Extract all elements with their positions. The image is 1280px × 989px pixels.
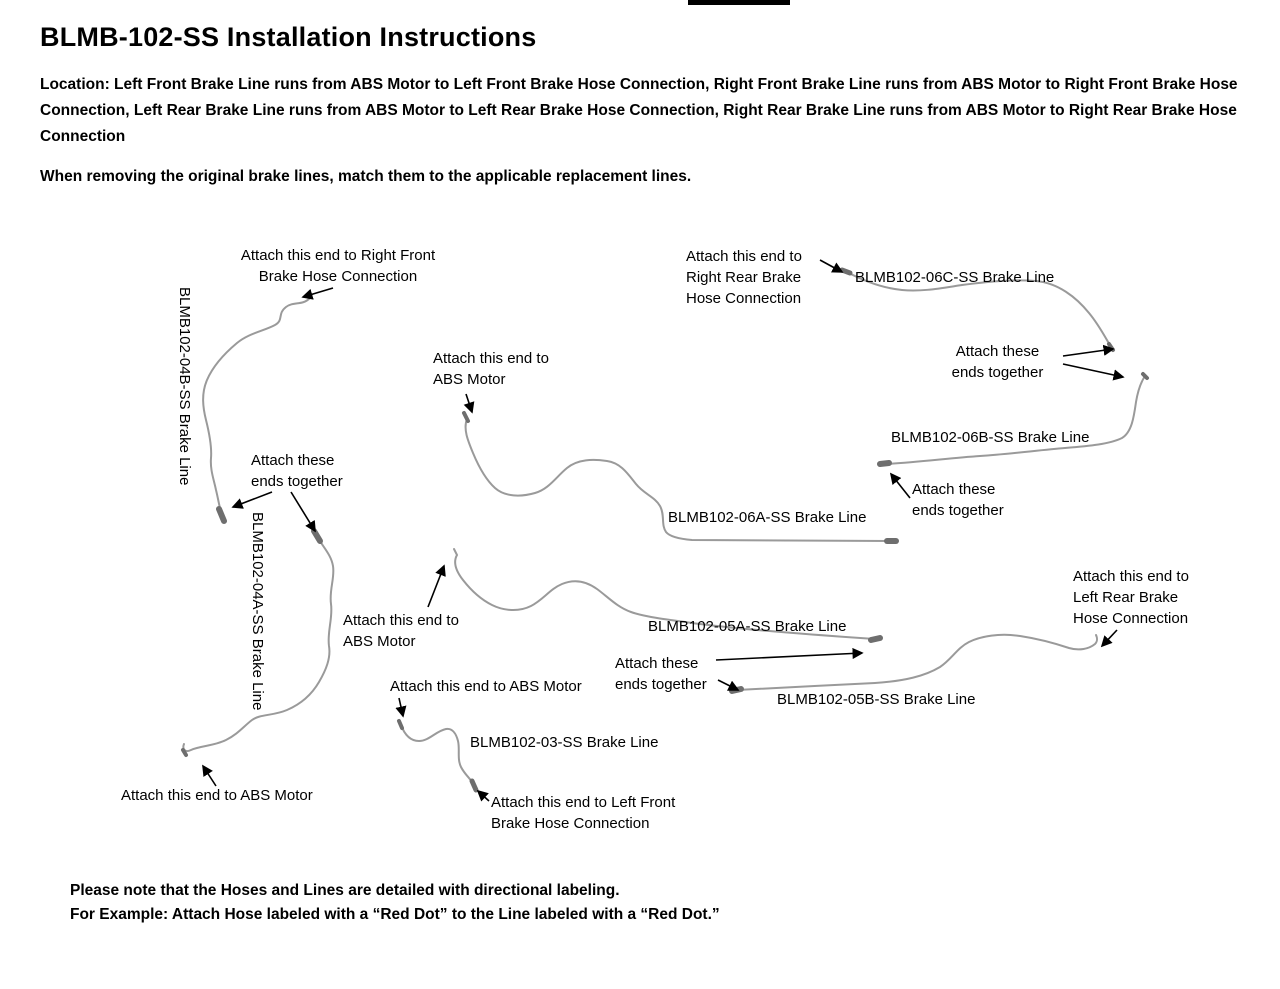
- arrow-abs-center: [463, 393, 475, 414]
- arrow-these-05-1: [715, 647, 864, 661]
- fitting: [469, 778, 479, 793]
- fitting: [1107, 342, 1115, 352]
- fitting: [397, 719, 404, 730]
- arrow-these-05-2: [717, 679, 740, 691]
- fitting: [729, 686, 744, 694]
- arrow-abs-bottom-left: [202, 764, 217, 787]
- annotation-left-rear: Attach this end to Left Rear Brake Hose …: [1073, 568, 1189, 627]
- arrow-abs-05a: [427, 564, 446, 608]
- annotation-these-right: Attach these ends together: [951, 343, 1044, 381]
- line-label-06a: BLMB102-06A-SS Brake Line: [668, 509, 867, 526]
- fitting: [181, 748, 188, 757]
- annotation-abs-center: Attach this end to ABS Motor: [433, 350, 549, 388]
- brake-line-05b: [736, 633, 1098, 691]
- line-label-05a: BLMB102-05A-SS Brake Line: [648, 618, 847, 635]
- footer-note: Please note that the Hoses and Lines are…: [70, 879, 1170, 927]
- intro-note: When removing the original brake lines, …: [40, 168, 692, 185]
- arrow-left-rear: [1100, 629, 1118, 648]
- page-title: BLMB-102-SS Installation Instructions: [40, 22, 537, 52]
- line-label-04a: BLMB102-04A-SS Brake Line: [249, 512, 266, 711]
- line-label-05b: BLMB102-05B-SS Brake Line: [777, 691, 976, 708]
- fitting: [311, 528, 323, 544]
- line-label-06c: BLMB102-06C-SS Brake Line: [855, 269, 1055, 286]
- annotation-abs-bottom-left: Attach this end to ABS Motor: [121, 787, 313, 804]
- annotation-abs-03: Attach this end to ABS Motor: [390, 678, 582, 695]
- brake-line-06b: [885, 375, 1146, 465]
- annotation-abs-05a: Attach this end to ABS Motor: [343, 612, 459, 650]
- cropped-top-artifact: [688, 0, 790, 5]
- annotation-left-front: Attach this end to Left Front Brake Hose…: [491, 794, 676, 832]
- fitting: [839, 267, 853, 276]
- annotation-these-mid: Attach these ends together: [912, 481, 1004, 519]
- line-label-03: BLMB102-03-SS Brake Line: [470, 734, 659, 751]
- fitting: [462, 411, 470, 423]
- line-label-06b: BLMB102-06B-SS Brake Line: [891, 429, 1090, 446]
- arrow-these-left-1: [231, 491, 273, 509]
- fitting: [868, 635, 883, 643]
- arrow-these-left-2: [290, 491, 316, 533]
- brake-line-03: [400, 724, 475, 786]
- arrow-left-front: [476, 789, 490, 802]
- annotation-these-left: Attach these ends together: [251, 452, 343, 490]
- footer-note-line1: Please note that the Hoses and Lines are…: [70, 882, 620, 899]
- location-paragraph: Location: Left Front Brake Line runs fro…: [40, 76, 1238, 145]
- arrow-these-right-1: [1062, 344, 1115, 357]
- arrow-abs-03: [395, 697, 407, 718]
- fitting: [216, 506, 227, 524]
- footer-note-line2: For Example: Attach Hose labeled with a …: [70, 906, 720, 923]
- line-label-04b: BLMB102-04B-SS Brake Line: [176, 287, 193, 486]
- fitting: [1141, 372, 1149, 380]
- annotation-these-05: Attach these ends together: [615, 655, 707, 693]
- arrow-right-front: [301, 287, 334, 300]
- annotation-right-rear: Attach this end to Right Rear Brake Hose…: [686, 248, 802, 307]
- annotation-right-front: Attach this end to Right Front Brake Hos…: [240, 247, 436, 285]
- arrow-these-right-2: [1062, 363, 1125, 381]
- fitting: [877, 460, 892, 467]
- arrow-right-rear: [819, 259, 844, 273]
- arrow-these-mid: [889, 472, 911, 499]
